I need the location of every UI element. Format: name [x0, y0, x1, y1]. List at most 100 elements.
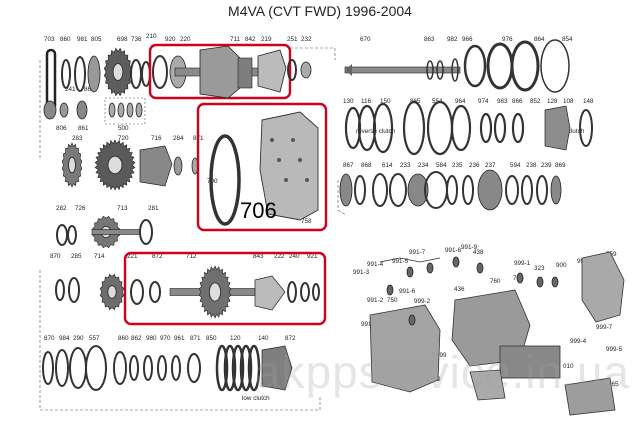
part-number-label: 290: [73, 335, 84, 342]
ring-part: [510, 40, 540, 92]
part-number-label: 871: [190, 335, 201, 342]
ring-part: [69, 347, 87, 389]
ring-part: [113, 351, 127, 385]
part-number-label: 862: [131, 335, 142, 342]
ring-part: [223, 344, 237, 392]
disc-part: [43, 100, 57, 120]
part-number-label: 991-2: [367, 297, 384, 304]
ring-part: [402, 100, 426, 156]
part-number-label: 999-7: [596, 324, 613, 331]
disc-part: [112, 63, 124, 81]
part-number-label: 860: [118, 335, 129, 342]
side-cover-part: [581, 251, 625, 323]
ring-part: [55, 349, 69, 387]
shaft-part: [91, 229, 141, 235]
hub-part: [237, 57, 253, 89]
ring-part: [372, 102, 394, 154]
part-number-label: 991-8: [445, 247, 462, 254]
disc-part: [208, 282, 221, 302]
part-number-label: 584: [436, 162, 447, 169]
disc-part: [426, 262, 434, 274]
ring-part: [486, 42, 514, 90]
part-number-label: 750: [387, 297, 398, 304]
ring-part: [239, 344, 253, 392]
disc-part: [452, 256, 460, 268]
bolt-hole: [298, 158, 302, 162]
part-number-label: 500: [118, 125, 129, 132]
part-number-label: 736: [131, 36, 142, 43]
bolt-hole: [277, 158, 281, 162]
shaft-tip: [345, 64, 352, 76]
filter-part: [469, 369, 506, 401]
part-number-label: 984: [59, 335, 70, 342]
ring-part: [247, 344, 261, 392]
part-number-label: 251: [287, 36, 298, 43]
part-number-label: 999-5: [606, 346, 623, 353]
part-number-label: 870: [50, 253, 61, 260]
part-number-label: 900: [556, 262, 567, 269]
disc-part: [135, 102, 143, 118]
part-number-label: 713: [117, 205, 128, 212]
part-number-label: 557: [89, 335, 100, 342]
part-number-label: 235: [452, 162, 463, 169]
part-number-label: 594: [510, 162, 521, 169]
part-number-label: 148: [583, 98, 594, 105]
part-number-label: 867: [343, 162, 354, 169]
ring-part: [85, 345, 107, 391]
wire-harness: [379, 257, 441, 263]
part-number-label: 850: [206, 335, 217, 342]
highlight-label: 706: [240, 198, 277, 223]
plate-part: [254, 275, 286, 311]
part-number-label: 872: [285, 335, 296, 342]
part-number-label: 982: [447, 36, 458, 43]
disc-part: [550, 175, 562, 205]
ring-part: [67, 225, 77, 245]
part-number-label: 283: [72, 135, 83, 142]
leader-dashed-line: [39, 330, 321, 411]
part-number-label: 964: [455, 98, 466, 105]
part-number-label: 120: [230, 335, 241, 342]
part-number-label: 843: [253, 253, 264, 260]
disc-part: [339, 173, 353, 207]
watermark: akppservice.in.ua: [255, 346, 630, 398]
ring-part: [130, 279, 144, 305]
ring-part: [540, 39, 570, 93]
part-number-label: 240: [289, 253, 300, 260]
ring-part: [312, 283, 320, 301]
part-number-label: 991-1: [361, 321, 378, 328]
part-number-label: 716: [151, 135, 162, 142]
bolt-hole: [270, 138, 274, 142]
part-number-label: 241: [65, 86, 76, 93]
part-number-label: 237: [485, 162, 496, 169]
ring-part: [231, 344, 245, 392]
part-number-label: 974: [478, 98, 489, 105]
ring-part: [187, 353, 201, 383]
part-number-label: 760: [490, 278, 501, 285]
part-number-label: 863: [424, 36, 435, 43]
disc-part: [87, 55, 101, 93]
disc-part: [68, 156, 76, 174]
disc-part: [108, 102, 116, 118]
ring-part: [300, 282, 310, 302]
low-clutch-drum: [261, 345, 293, 391]
part-number-label: 991-9: [461, 244, 478, 251]
part-number-label: 991-7: [409, 249, 426, 256]
part-number-label: 128: [547, 98, 558, 105]
ring-part: [446, 175, 458, 205]
ring-part: [139, 219, 153, 245]
disc-part: [59, 102, 69, 118]
part-number-label: 323: [534, 265, 545, 272]
part-number-label: 765: [608, 381, 619, 388]
bolt-hole: [284, 178, 288, 182]
disc-part: [300, 61, 312, 79]
valve-group-outline: [104, 97, 146, 125]
disc-part: [76, 100, 88, 120]
ring-part: [143, 355, 153, 381]
oil-pan-part: [564, 377, 616, 416]
disc-part: [516, 272, 524, 284]
part-number-label: 806: [56, 125, 67, 132]
part-number-label: 221: [127, 253, 138, 260]
diagram-title: M4VA (CVT FWD) 1996-2004: [228, 3, 412, 19]
part-number-label: 720: [118, 135, 129, 142]
